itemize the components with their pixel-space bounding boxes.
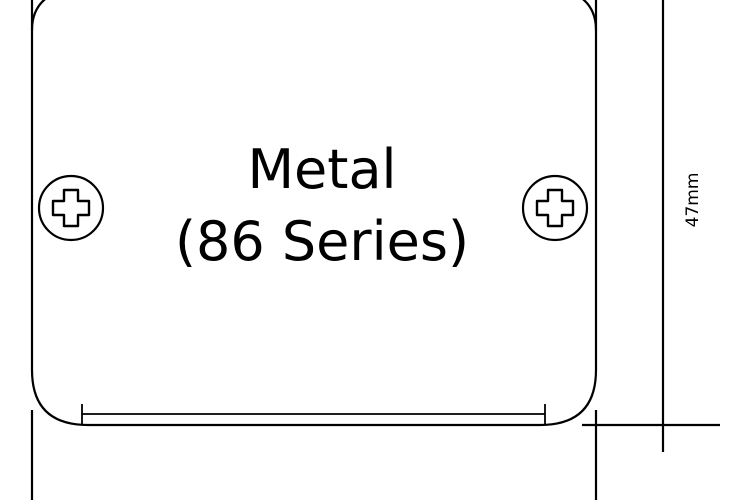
plate-top-right-corner: [582, 0, 598, 31]
plate-label-line2: (86 Series): [175, 210, 469, 273]
dimension-label: 47mm: [683, 173, 703, 228]
plate-outline: [30, 0, 598, 427]
plate-top-left-corner: [30, 0, 46, 31]
plate-label-line1: Metal: [247, 138, 396, 201]
screw-cross-icon: [37, 174, 105, 242]
screw-cross-icon: [521, 174, 589, 242]
